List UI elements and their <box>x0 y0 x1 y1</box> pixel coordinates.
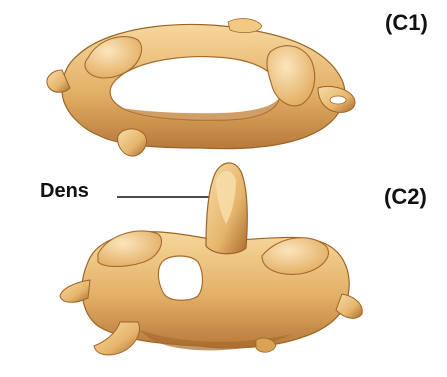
axis-left-transverse <box>60 280 90 302</box>
axis-c2 <box>60 163 362 355</box>
atlas-anterior-tubercle <box>118 129 147 156</box>
label-c2: (C2) <box>384 184 427 210</box>
label-dens: Dens <box>40 180 89 203</box>
axis-foramen <box>158 256 202 300</box>
label-c1: (C1) <box>385 10 428 36</box>
atlas-c1 <box>47 19 355 157</box>
